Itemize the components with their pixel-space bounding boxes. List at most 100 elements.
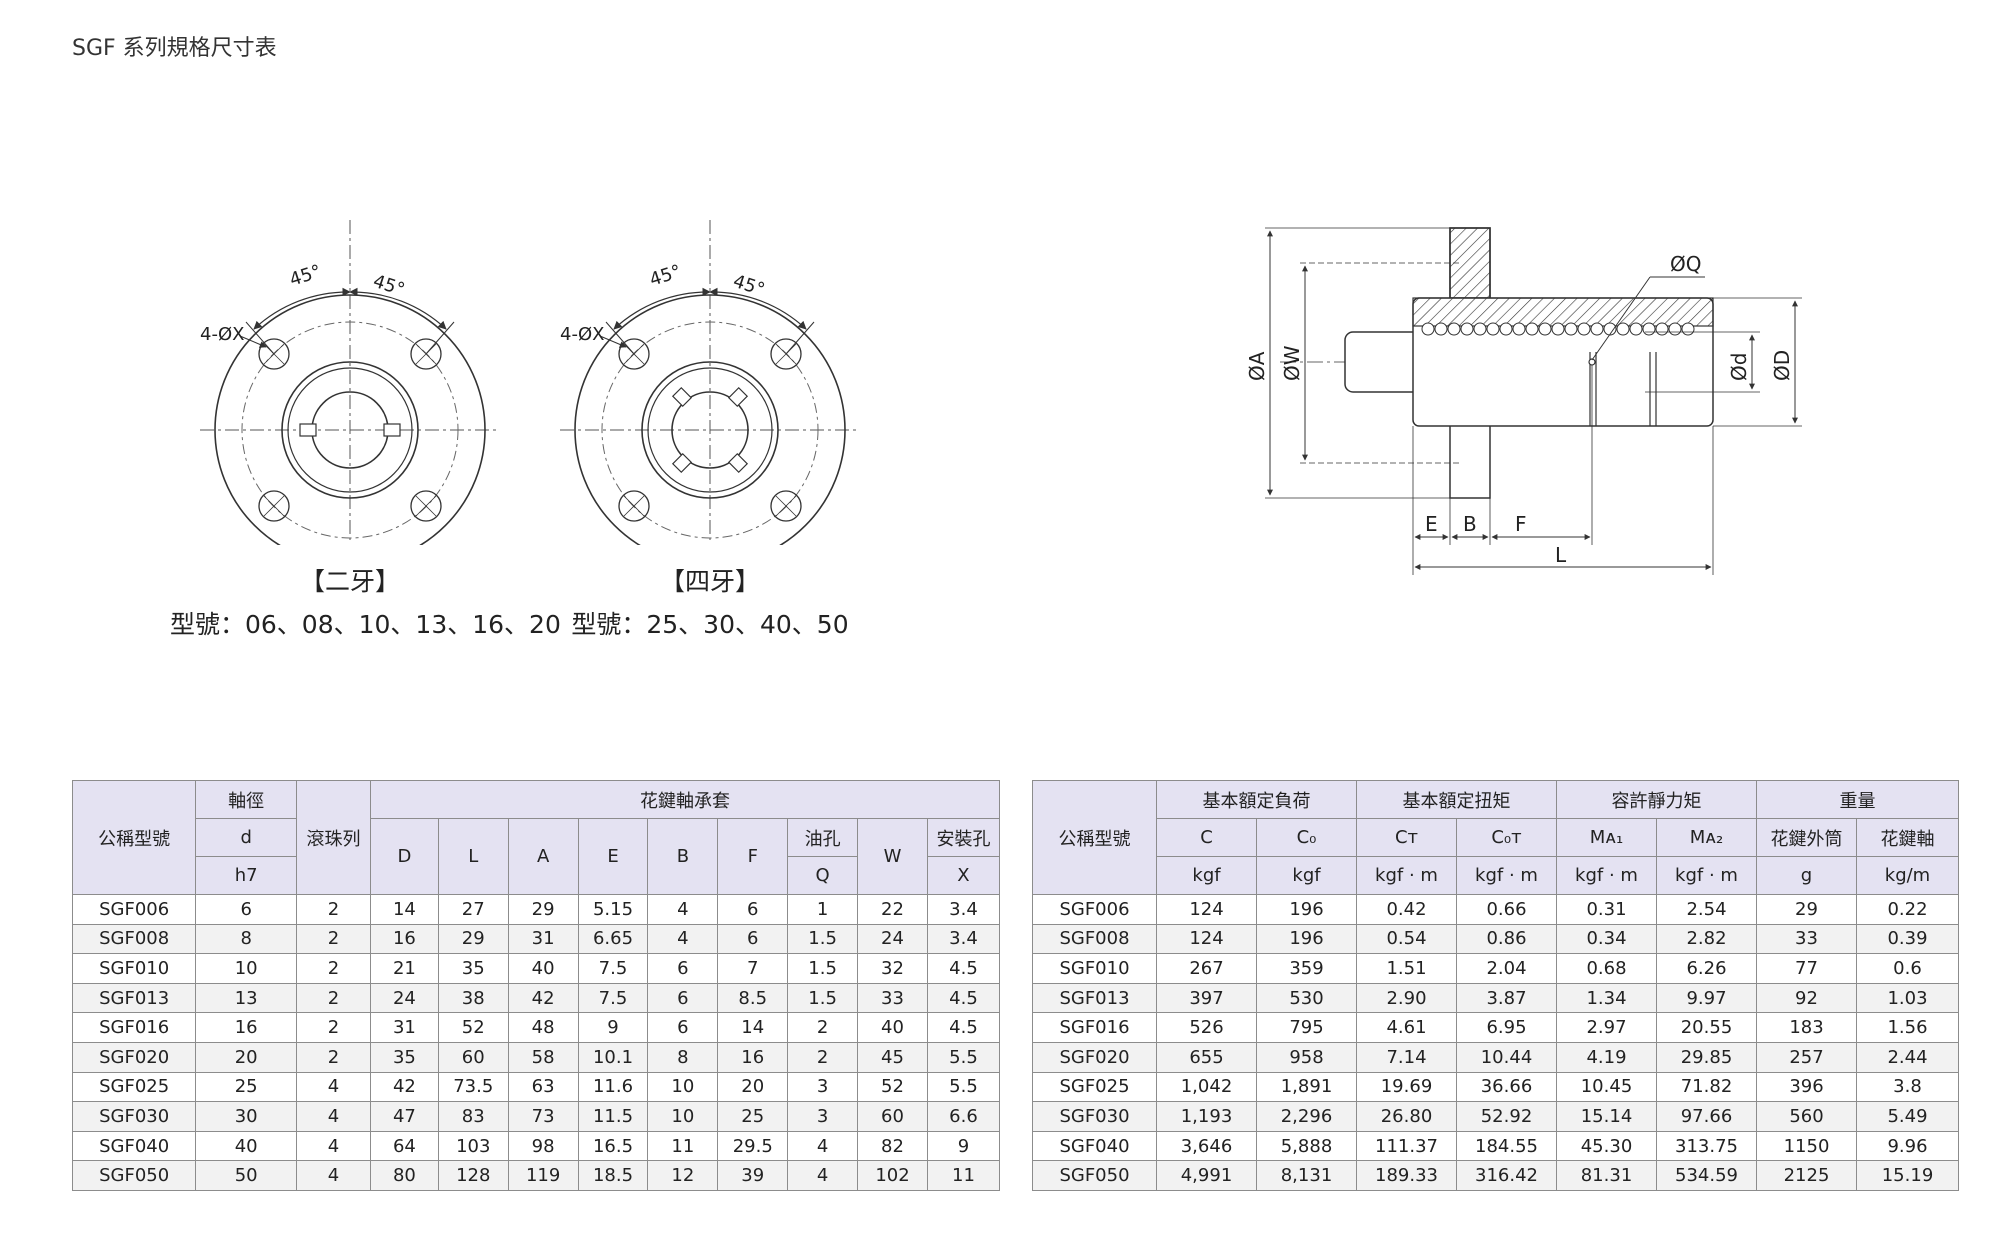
header-shaft: 軸徑 [195,780,298,819]
value-cell: 48 [507,1012,579,1043]
header-unit: kg/m [1856,856,1959,895]
header-col-b: B [647,818,719,895]
value-cell: 10 [195,953,298,984]
value-cell: 3 [787,1071,859,1103]
model-cell: SGF020 [71,1041,197,1073]
value-cell: 6 [717,894,789,925]
value-cell: 13 [195,982,298,1014]
header-sub: 花鍵軸 [1856,818,1959,857]
hole-label: 4-ØX [560,324,604,345]
value-cell: 5.15 [577,894,649,925]
models-four-key: 型號：25、30、40、50 [571,610,849,639]
value-cell: 2.44 [1856,1041,1959,1073]
value-cell: 3 [787,1101,859,1132]
angle-arc [613,287,711,330]
model-cell: SGF016 [1032,1012,1157,1043]
value-cell: 18.5 [577,1160,649,1191]
value-cell: 42 [507,982,579,1014]
value-cell: 80 [370,1160,439,1191]
model-cell: SGF050 [1032,1160,1157,1191]
value-cell: 60 [437,1041,509,1073]
value-cell: 2 [296,953,371,984]
angle-arc [253,287,351,330]
header-col-e: E [577,818,649,895]
value-cell: 397 [1156,982,1257,1014]
model-cell: SGF040 [1032,1130,1157,1162]
model-cell: SGF030 [1032,1101,1157,1132]
value-cell: 8,131 [1256,1160,1357,1191]
value-cell: 267 [1156,953,1257,984]
header-balls: 滾珠列 [296,780,371,895]
value-cell: 15.19 [1856,1160,1959,1191]
model-cell: SGF008 [71,923,197,955]
value-cell: 6.26 [1656,953,1757,984]
value-cell: 73.5 [437,1071,509,1103]
header-sleeve: 花鍵軸承套 [370,780,1000,819]
value-cell: 9 [577,1012,649,1043]
angle-label: 45° [730,271,767,301]
key-groove [671,386,749,474]
value-cell: 2.97 [1556,1012,1657,1043]
value-cell: 183 [1756,1012,1857,1043]
value-cell: 52.92 [1456,1101,1557,1132]
header-sub: Mᴀ₂ [1656,818,1757,857]
value-cell: 6 [717,923,789,955]
value-cell: 5.49 [1856,1101,1959,1132]
value-cell: 11 [926,1160,1001,1191]
label-d-large: ØD [1770,350,1794,381]
angle-arc [349,287,447,330]
value-cell: 4 [296,1101,371,1132]
ball-row [1421,322,1695,336]
loads-table: 公稱型號 基本額定負荷 基本額定扭矩 容許靜力矩 重量 C C₀ Cᴛ C₀ᴛ … [1032,780,1959,1191]
shaft-outline [671,391,749,469]
model-cell: SGF013 [1032,982,1157,1014]
header-col-a: A [507,818,579,895]
value-cell: 60 [857,1101,928,1132]
value-cell: 2 [296,1041,371,1073]
value-cell: 0.39 [1856,923,1959,955]
value-cell: 25 [717,1101,789,1132]
value-cell: 42 [370,1071,439,1103]
label-d-small: Ød [1727,353,1751,381]
value-cell: 103 [437,1130,509,1162]
value-cell: 8 [647,1041,719,1073]
value-cell: 119 [507,1160,579,1191]
label-a: ØA [1245,351,1269,381]
model-cell: SGF010 [1032,953,1157,984]
value-cell: 20.55 [1656,1012,1757,1043]
header-oil: 油孔 [787,818,859,857]
header-unit: kgf [1156,856,1257,895]
value-cell: 2 [296,894,371,925]
value-cell: 11.5 [577,1101,649,1132]
value-cell: 98 [507,1130,579,1162]
value-cell: 4.61 [1356,1012,1457,1043]
value-cell: 11.6 [577,1071,649,1103]
value-cell: 2 [296,1012,371,1043]
value-cell: 4 [787,1160,859,1191]
value-cell: 92 [1756,982,1857,1014]
value-cell: 1.5 [787,923,859,955]
value-cell: 29 [1756,894,1857,925]
value-cell: 257 [1756,1041,1857,1073]
header-unit: kgf · m [1356,856,1457,895]
value-cell: 4 [296,1130,371,1162]
model-cell: SGF016 [71,1012,197,1043]
value-cell: 21 [370,953,439,984]
value-cell: 22 [857,894,928,925]
model-cell: SGF008 [1032,923,1157,955]
value-cell: 73 [507,1101,579,1132]
value-cell: 7.14 [1356,1041,1457,1073]
value-cell: 124 [1156,894,1257,925]
value-cell: 16 [195,1012,298,1043]
header-sub: Cᴛ [1356,818,1457,857]
value-cell: 2,296 [1256,1101,1357,1132]
header-sub: C₀ᴛ [1456,818,1557,857]
value-cell: 2.82 [1656,923,1757,955]
value-cell: 0.68 [1556,953,1657,984]
label-e: E [1425,512,1438,536]
value-cell: 124 [1156,923,1257,955]
header-rated-load: 基本額定負荷 [1156,780,1357,819]
